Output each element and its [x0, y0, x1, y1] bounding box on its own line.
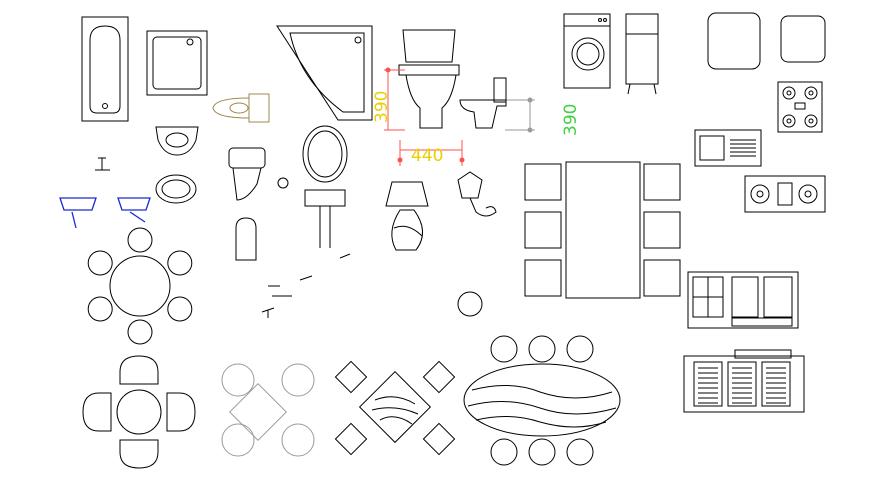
- toilet-plan-icon: [212, 93, 270, 123]
- dimension-label-width: 440: [411, 146, 443, 166]
- table-lamp-icon: [385, 181, 429, 251]
- square-table-set-icon: [221, 363, 315, 457]
- wood-table-set-icon: [334, 360, 456, 456]
- washing-machine-icon: [563, 13, 611, 89]
- cabinet-door-1: [693, 361, 723, 407]
- cabinet-door-3: [761, 361, 791, 407]
- round-table-4-chairs-icon: [82, 355, 196, 469]
- chair-2: [167, 250, 193, 276]
- shower-tray-icon: [146, 30, 208, 96]
- refrigerator-icon: [625, 13, 659, 95]
- dimension-label-height-right: 390: [561, 104, 581, 136]
- toilet-front-icon: [398, 29, 460, 129]
- cooktop-icon: [707, 12, 826, 70]
- range-front-icon: [744, 175, 826, 213]
- stove-icon: [777, 81, 823, 133]
- kitchen-sink-icon: [694, 129, 762, 167]
- mirror-washstand-icon: [302, 125, 348, 248]
- wash-basin-icon: [95, 126, 199, 204]
- round-dining-table-icon: [87, 227, 193, 345]
- chair-4: [127, 319, 153, 345]
- dimension-lines: [384, 67, 535, 166]
- bathtub-icon: [81, 16, 129, 122]
- cabinet-icon: [687, 271, 799, 329]
- wall-lamp-icon: [457, 171, 497, 217]
- toilet-side-icon: [459, 77, 507, 129]
- chair-6: [87, 250, 113, 276]
- chair-1: [127, 227, 153, 253]
- dimension-label-height-left: 390: [372, 91, 392, 123]
- chair-3: [167, 296, 193, 322]
- cabinet-door-2: [727, 361, 757, 407]
- corner-bathtub-icon: [276, 25, 373, 121]
- tap-icon: [261, 253, 351, 318]
- rectangular-dining-table-icon: [524, 161, 681, 299]
- oval-dining-table-icon: [463, 335, 621, 466]
- louvered-cabinet-icon: [683, 349, 805, 413]
- round-stool-icon: [457, 291, 483, 317]
- chair-5: [87, 296, 113, 322]
- blue-basin-icon: [59, 197, 151, 229]
- toilet-small-icon: [228, 147, 289, 261]
